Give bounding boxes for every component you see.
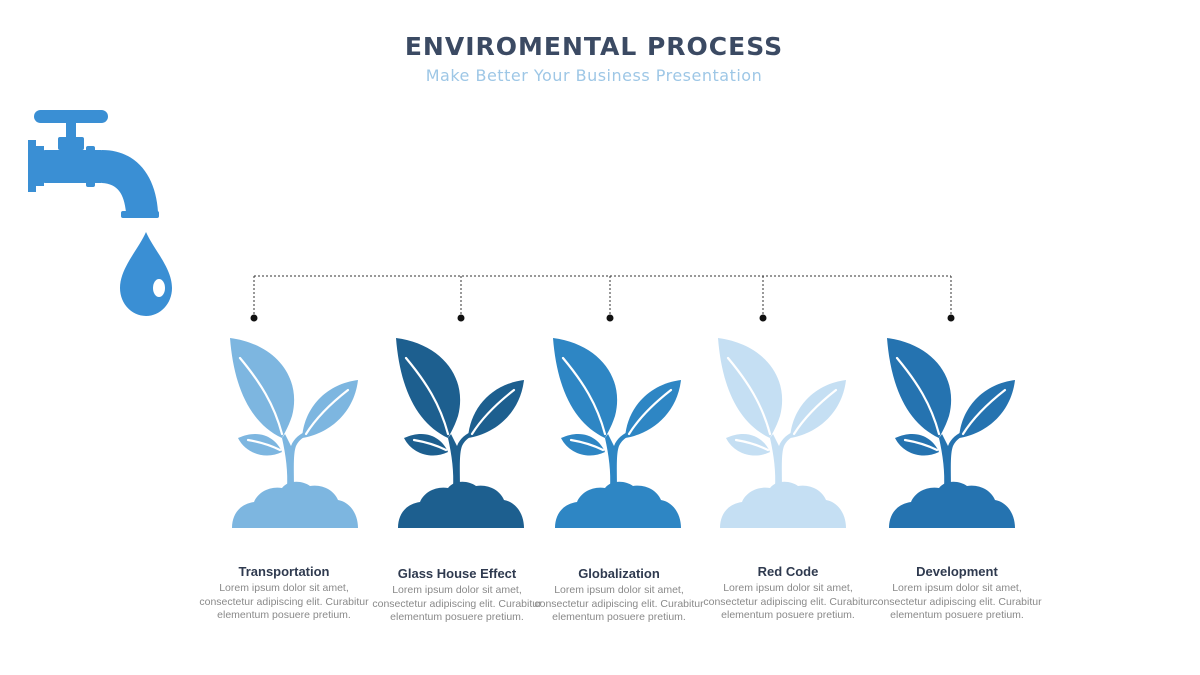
- sprout-icon: [887, 338, 1015, 528]
- slide-subtitle: Make Better Your Business Presentation: [425, 66, 763, 85]
- step-title: Globalization: [578, 566, 660, 581]
- connector-dot: [947, 314, 955, 322]
- connector-dot: [457, 314, 465, 322]
- step-description: Lorem ipsum dolor sit amet, consectetur …: [199, 582, 369, 621]
- sprout-icon: [553, 338, 681, 528]
- step-caption-globalization: Globalization Lorem ipsum dolor sit amet…: [534, 566, 704, 625]
- slide-title: ENVIROMENTAL PROCESS: [404, 32, 784, 61]
- faucet-icon: [28, 110, 172, 316]
- step-caption-transportation: Transportation Lorem ipsum dolor sit ame…: [199, 564, 369, 623]
- step-title: Development: [916, 564, 998, 579]
- sprout-icon: [230, 338, 358, 528]
- step-description: Lorem ipsum dolor sit amet, consectetur …: [534, 584, 704, 623]
- connector-dot: [759, 314, 767, 322]
- step-caption-glass-house-effect: Glass House Effect Lorem ipsum dolor sit…: [372, 566, 542, 625]
- step-caption-development: Development Lorem ipsum dolor sit amet, …: [872, 564, 1042, 623]
- connector-dot: [250, 314, 258, 322]
- water-drop-icon: [120, 232, 172, 316]
- step-description: Lorem ipsum dolor sit amet, consectetur …: [703, 582, 873, 621]
- step-description: Lorem ipsum dolor sit amet, consectetur …: [872, 582, 1042, 621]
- step-caption-red-code: Red Code Lorem ipsum dolor sit amet, con…: [703, 564, 873, 623]
- sprout-icon: [718, 338, 846, 528]
- connector-dot: [606, 314, 614, 322]
- step-title: Red Code: [757, 564, 819, 579]
- step-title: Transportation: [238, 564, 330, 579]
- step-title: Glass House Effect: [397, 566, 517, 581]
- sprout-icon: [396, 338, 524, 528]
- step-description: Lorem ipsum dolor sit amet, consectetur …: [372, 584, 542, 623]
